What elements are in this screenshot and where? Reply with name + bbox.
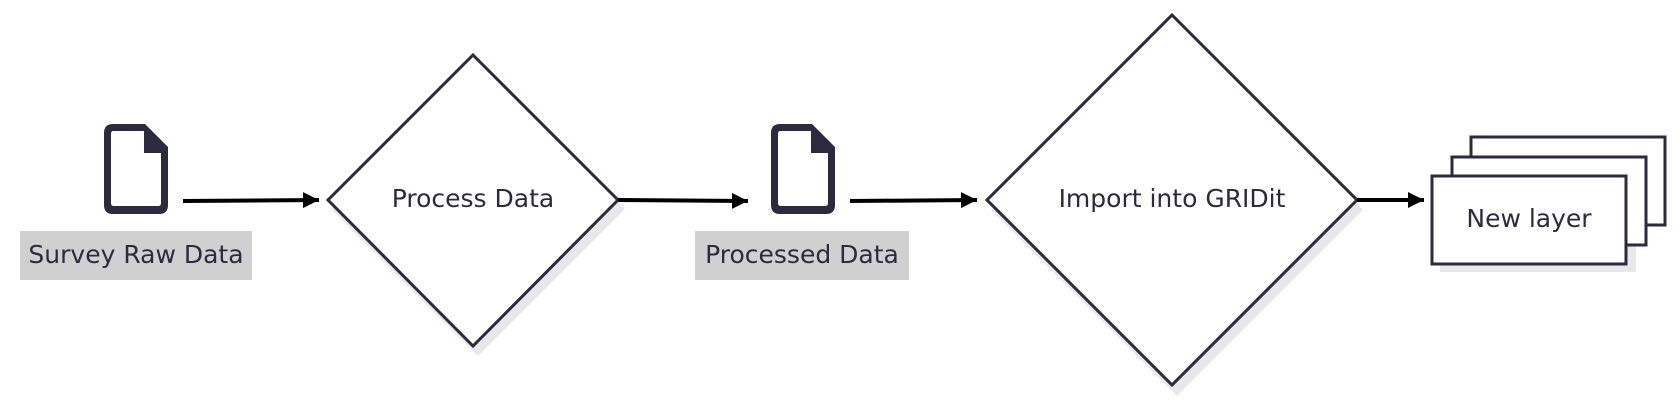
new-layer-node[interactable]: New layer — [1430, 135, 1667, 272]
process-data-node[interactable]: Process Data — [325, 52, 625, 356]
import-gridit-diamond — [984, 12, 1360, 388]
processed-data-label-bg — [695, 231, 909, 280]
process-data-label: Process Data — [392, 184, 554, 213]
processed-data-node[interactable]: Processed Data — [695, 124, 909, 280]
process-data-diamond — [325, 52, 621, 349]
connector-processed-to-import — [849, 192, 978, 209]
new-layer-label: New layer — [1466, 204, 1592, 233]
survey-raw-data-label: Survey Raw Data — [28, 240, 243, 269]
survey-raw-data-node[interactable]: Survey Raw Data — [20, 124, 252, 280]
document-icon — [104, 124, 168, 214]
document-icon — [771, 124, 835, 214]
import-gridit-node[interactable]: Import into GRIDit — [984, 12, 1363, 396]
new-layer-front-page — [1430, 174, 1628, 266]
survey-raw-data-label-bg — [20, 231, 252, 280]
connector-survey-to-process — [182, 192, 320, 209]
import-gridit-label: Import into GRIDit — [1059, 184, 1286, 213]
processed-data-label: Processed Data — [705, 240, 899, 269]
connector-process-to-processed — [617, 192, 749, 209]
